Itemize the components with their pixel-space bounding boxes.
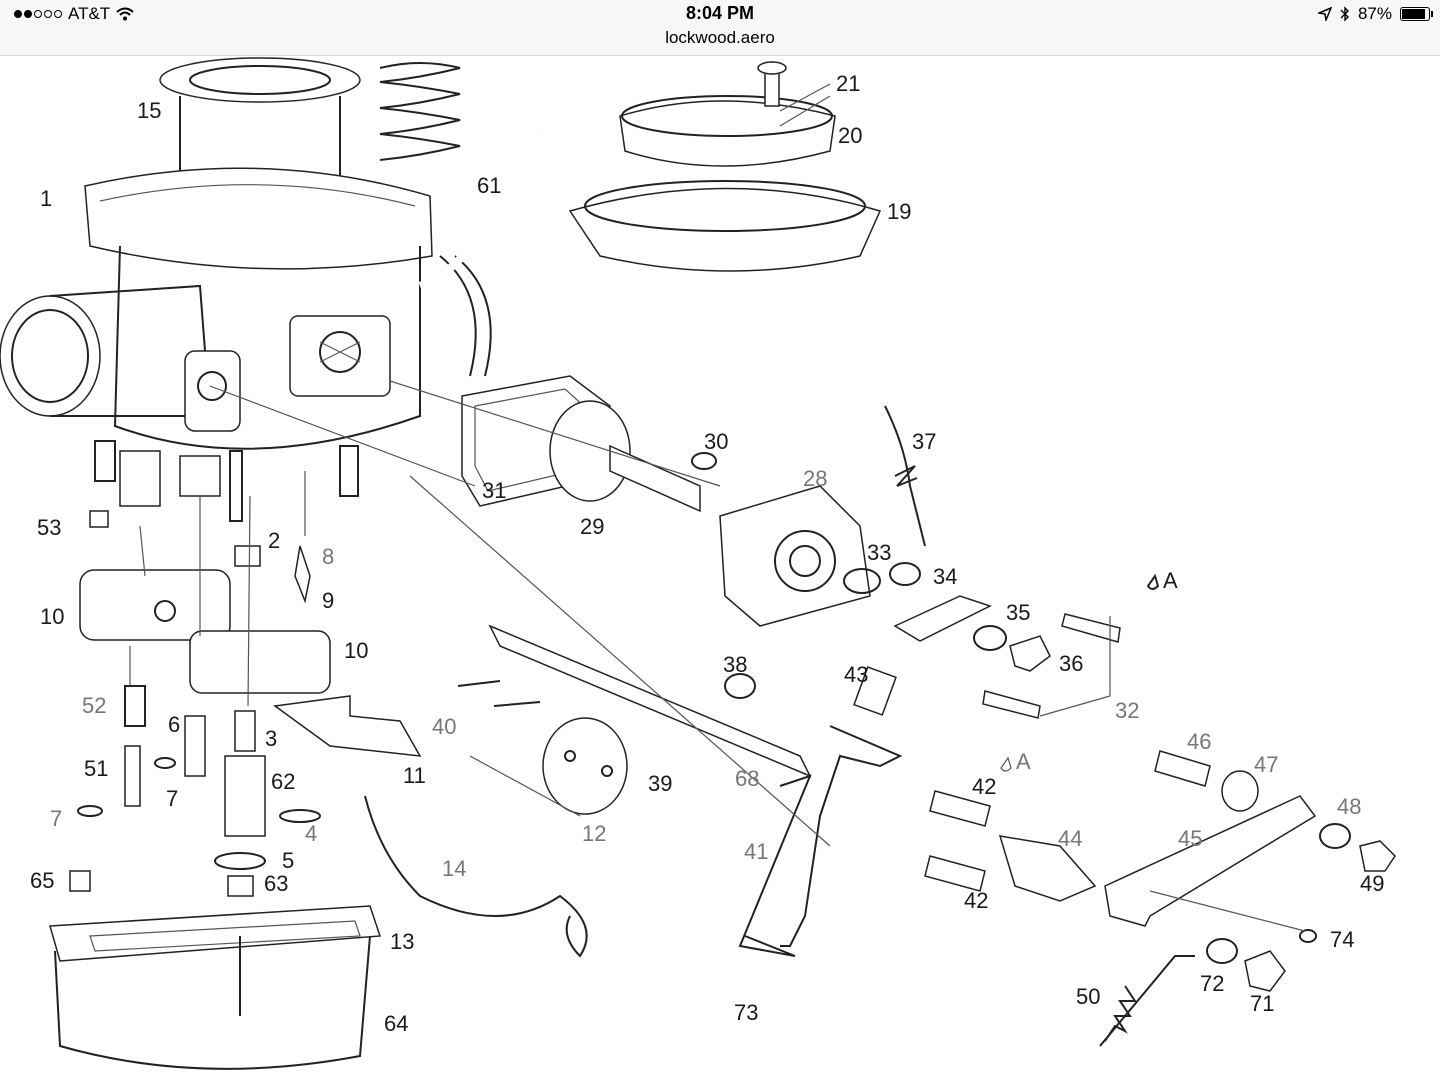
- label-part-28: 28: [803, 466, 827, 491]
- label-part-11: 11: [403, 763, 426, 788]
- label-part-32: 32: [1115, 698, 1139, 723]
- label-part-73: 73: [734, 1000, 758, 1025]
- label-part-9: 9: [322, 588, 334, 613]
- label-part-5: 5: [282, 848, 294, 873]
- label-part-38: 38: [723, 652, 747, 677]
- jet-components: [69, 510, 331, 897]
- vent-hose: [418, 132, 543, 290]
- label-part-15: 15: [137, 98, 161, 123]
- choke-lever: [273, 695, 581, 817]
- bluetooth-icon: [1340, 6, 1349, 22]
- label-part-71: 71: [1250, 991, 1274, 1016]
- label-part-7a: 7: [50, 806, 62, 831]
- status-right-group: 87%: [1317, 4, 1433, 24]
- label-part-1: 1: [40, 186, 52, 211]
- carburetor-exploded-diagram: 1 2 3 4 5 6 7 7 8 9 10 10 11 12 13 14 15…: [0, 56, 1440, 1080]
- label-part-51: 51: [84, 756, 108, 781]
- label-part-20: 20: [838, 123, 862, 148]
- label-part-31: 31: [482, 478, 506, 503]
- carrier-group: AT&T: [14, 4, 134, 24]
- label-part-19: 19: [887, 199, 911, 224]
- accelerator-pump: [461, 375, 717, 513]
- drop-icon: [1000, 756, 1012, 772]
- signal-dots-icon: [14, 10, 62, 18]
- part-number-labels: 1 2 3 4 5 6 7 7 8 9 10 10 11 12 13 14 15…: [30, 71, 1384, 1036]
- label-part-45: 45: [1178, 826, 1202, 851]
- drop-icon: [1146, 573, 1160, 590]
- pump-cover: [719, 405, 1121, 719]
- label-part-30: 30: [704, 429, 728, 454]
- label-part-62: 62: [271, 769, 295, 794]
- label-part-42a: 42: [972, 774, 996, 799]
- url-label[interactable]: lockwood.aero: [665, 28, 775, 47]
- label-part-33: 33: [867, 540, 891, 565]
- label-part-41: 41: [744, 839, 768, 864]
- clock: 8:04 PM: [685, 3, 755, 23]
- label-part-A2: A: [1016, 749, 1031, 774]
- label-part-64: 64: [384, 1011, 408, 1036]
- label-part-34: 34: [933, 564, 957, 589]
- label-part-14: 14: [442, 856, 466, 881]
- throttle-spring: [379, 62, 461, 161]
- label-part-39: 39: [648, 771, 672, 796]
- wire-spring: [364, 795, 588, 958]
- label-part-40: 40: [432, 714, 456, 739]
- carburetor-body: [0, 57, 492, 522]
- label-part-10b: 10: [344, 638, 368, 663]
- label-part-2: 2: [268, 528, 280, 553]
- label-part-43: 43: [844, 662, 868, 687]
- label-part-6: 6: [168, 712, 180, 737]
- label-part-46: 46: [1187, 729, 1211, 754]
- status-bar: AT&T 8:04 PM lockwood.aero 87%: [0, 0, 1440, 56]
- label-part-74: 74: [1330, 927, 1354, 952]
- battery-icon: [1400, 7, 1433, 21]
- label-part-47: 47: [1254, 752, 1278, 777]
- label-part-10a: 10: [40, 604, 64, 629]
- label-part-49: 49: [1360, 871, 1384, 896]
- label-part-63: 63: [264, 871, 288, 896]
- location-arrow-icon: [1317, 7, 1332, 21]
- throttle-linkage: [738, 666, 1396, 1047]
- label-part-42b: 42: [964, 888, 988, 913]
- label-part-65: 65: [30, 868, 54, 893]
- cover-assembly: [568, 61, 882, 272]
- label-part-48: 48: [1337, 794, 1361, 819]
- label-part-50: 50: [1076, 984, 1100, 1009]
- label-part-4: 4: [305, 821, 317, 846]
- wifi-icon: [116, 7, 134, 21]
- label-part-A1: A: [1163, 568, 1178, 593]
- label-part-68: 68: [735, 766, 759, 791]
- label-part-36: 36: [1059, 651, 1083, 676]
- label-part-35: 35: [1006, 600, 1030, 625]
- label-part-53: 53: [37, 515, 61, 540]
- label-part-7b: 7: [166, 786, 178, 811]
- leader-lines: [129, 380, 1306, 932]
- label-part-8: 8: [322, 544, 334, 569]
- label-part-37: 37: [912, 429, 936, 454]
- label-part-13: 13: [390, 929, 414, 954]
- label-part-44: 44: [1058, 826, 1082, 851]
- throttle-shaft: [457, 624, 812, 815]
- label-part-3: 3: [265, 726, 277, 751]
- label-part-61: 61: [477, 173, 501, 198]
- label-part-21: 21: [836, 71, 860, 96]
- label-part-72: 72: [1200, 971, 1224, 996]
- carrier-name: AT&T: [68, 4, 111, 23]
- label-part-29: 29: [580, 514, 604, 539]
- label-part-12: 12: [582, 821, 606, 846]
- float-bowl: [49, 905, 382, 1070]
- label-part-52: 52: [82, 693, 106, 718]
- battery-percent: 87%: [1357, 4, 1392, 23]
